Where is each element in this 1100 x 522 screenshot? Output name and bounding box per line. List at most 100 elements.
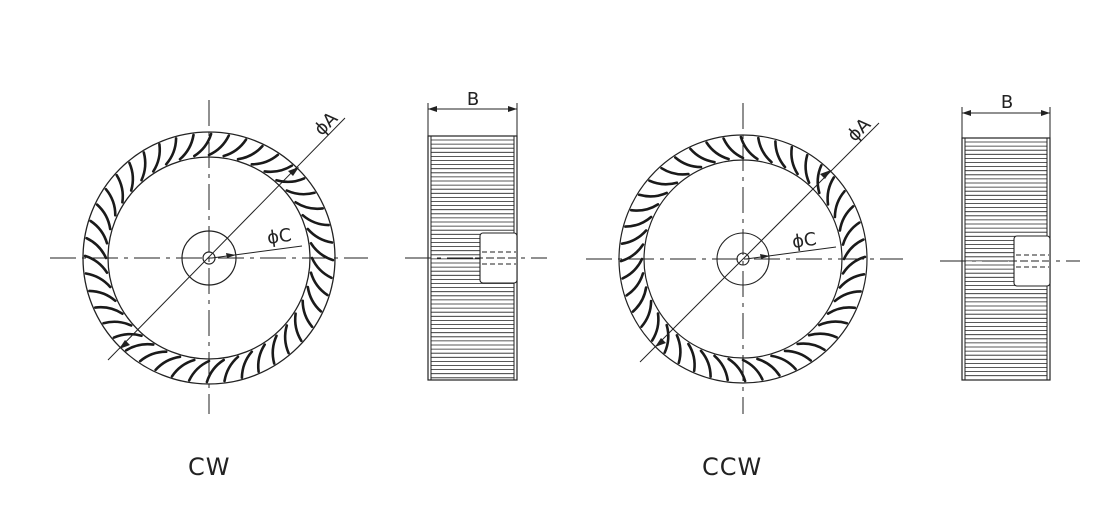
ccw-blade (838, 273, 866, 289)
ccw-inner-circle (643, 159, 843, 359)
cw-blade (94, 305, 124, 315)
ccw-dim-b-label: B (1001, 92, 1013, 113)
ccw-blade (705, 141, 730, 161)
ccw-blade (631, 286, 648, 313)
cw-dim-b-arrow-right (508, 106, 517, 112)
cw-dim-a-arrow-upper (288, 167, 299, 176)
cw-blade (104, 187, 117, 217)
cw-blade (207, 134, 231, 157)
ccw-dim-b-arrow-right (1041, 110, 1050, 116)
ccw-blade (621, 257, 644, 280)
cw-blade (112, 332, 143, 339)
cw-side-slats (431, 139, 514, 379)
ccw-blade (838, 205, 855, 232)
cw-dim-a-arrow-lower (119, 340, 130, 349)
cw-blade (222, 138, 248, 158)
ccw-blade (687, 342, 696, 373)
ccw-blade (833, 190, 846, 219)
ccw-blade (796, 342, 826, 352)
cw-dim-c-label: ϕC (266, 225, 293, 249)
cw-blade (263, 164, 294, 174)
cw-blade (154, 355, 182, 372)
ccw-blade (689, 147, 716, 164)
ccw-blade (783, 349, 812, 362)
ccw-blade (807, 332, 838, 339)
ccw-blade (757, 136, 773, 164)
ccw-blade (841, 255, 867, 275)
cw-dim-b-arrow-left (428, 106, 437, 112)
ccw-blade (826, 176, 836, 206)
cw-blade (285, 189, 316, 196)
ccw-blade (816, 164, 823, 195)
ccw-blade (826, 306, 857, 315)
cw-blade (309, 242, 335, 262)
ccw-dim-a-arrow-lower (655, 338, 666, 347)
cw-blade (283, 324, 290, 355)
ccw-blade (660, 166, 690, 176)
cw-dim-a-label: ϕA (310, 108, 342, 140)
ccw-front-view: ϕA ϕC (586, 103, 903, 414)
cw-blade (236, 144, 264, 161)
cw-blade (138, 350, 168, 363)
ccw-blade (756, 357, 781, 377)
cw-blade (205, 358, 225, 384)
cw-outer-circle (82, 131, 336, 385)
ccw-blade (727, 357, 747, 383)
cw-blade (294, 201, 324, 211)
cw-blade (152, 143, 162, 173)
ccw-blade (699, 349, 712, 378)
cw-blade (309, 271, 329, 297)
ccw-blade (739, 135, 759, 161)
ccw-blade (804, 153, 811, 184)
ccw-blade (629, 203, 660, 212)
cw-blade (140, 151, 147, 182)
ccw-outer-circle (618, 134, 868, 384)
cw-blade (193, 132, 213, 158)
cw-blade (301, 299, 314, 329)
ccw-blade (663, 323, 670, 354)
cw-blade (164, 137, 178, 166)
ccw-blade (648, 179, 679, 186)
cw-blade (275, 177, 306, 184)
cw-hub-circle (181, 230, 237, 286)
ccw-blade-ring (619, 135, 867, 383)
ccw-blade (650, 312, 660, 342)
cw-dim-c-arrow (226, 253, 236, 258)
cw-blade (178, 133, 195, 161)
ccw-blade (833, 290, 862, 303)
cw-blade (102, 320, 133, 327)
ccw-dim-a-line (639, 122, 880, 363)
cw-blade (306, 227, 334, 244)
cw-blade-ring (83, 132, 335, 384)
cw-caption: CW (188, 453, 231, 481)
ccw-blade (674, 156, 703, 169)
cw-front-view: ϕA ϕC (50, 100, 368, 414)
cw-blade (306, 285, 323, 313)
cw-side-hub-hidden (464, 232, 518, 284)
cw-dim-b-label: B (467, 89, 479, 110)
ccw-blade (841, 221, 861, 246)
ccw-blade (713, 354, 729, 382)
cw-blade (84, 272, 112, 289)
cw-blade (250, 153, 280, 166)
ccw-dim-c-line (745, 246, 837, 260)
ccw-blade (722, 137, 745, 160)
ccw-blade (741, 358, 764, 381)
ccw-dim-a-arrow-upper (820, 170, 831, 179)
ccw-blade (620, 229, 648, 245)
cw-blade (223, 355, 240, 383)
ccw-blade (675, 334, 682, 365)
ccw-hub-circle (716, 232, 770, 286)
cw-blade (170, 358, 196, 378)
cw-blade (293, 312, 303, 343)
ccw-side-view: B (940, 92, 1080, 381)
cw-blade (301, 213, 330, 227)
cw-blade (271, 334, 278, 365)
ccw-dim-a-label: ϕA (843, 114, 875, 146)
cw-side-view: B (405, 89, 547, 381)
ccw-blade (842, 238, 865, 261)
ccw-blade (619, 243, 645, 263)
cw-blade (88, 289, 117, 303)
cw-blade (85, 236, 108, 260)
